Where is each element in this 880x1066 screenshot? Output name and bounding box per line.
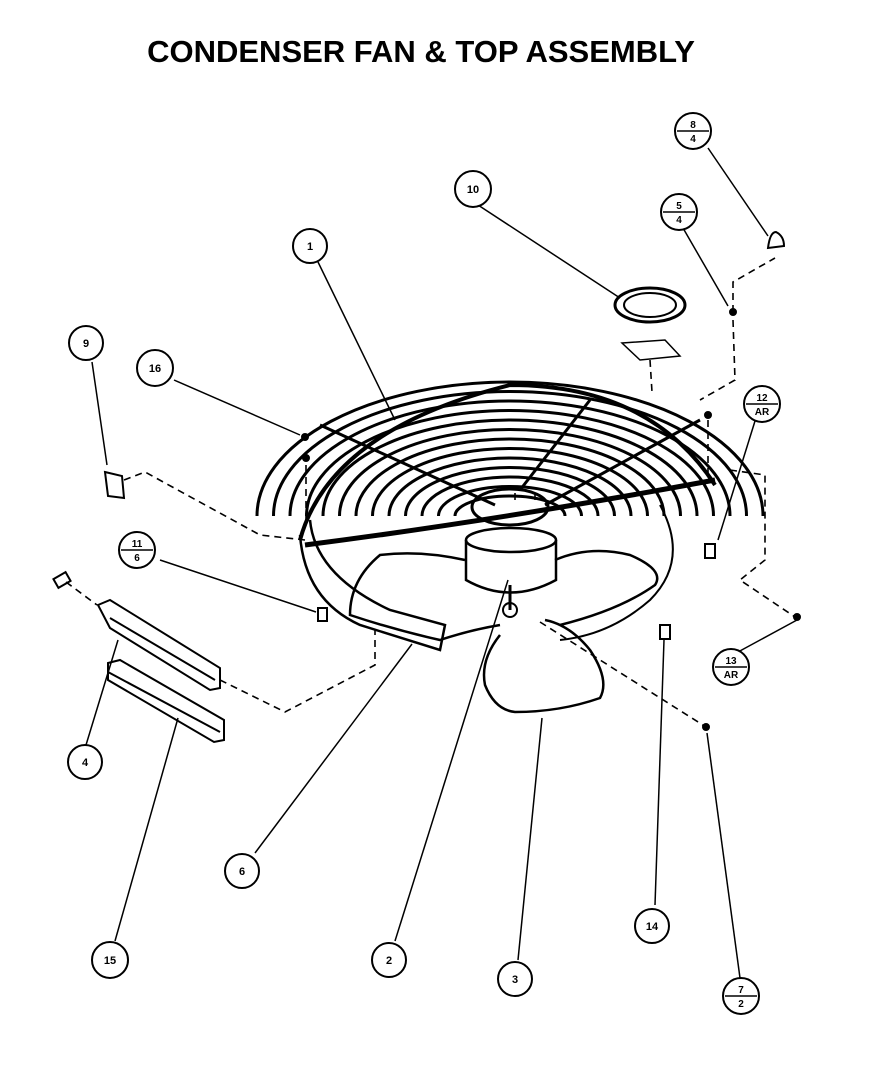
callout-circle <box>292 228 328 264</box>
guard-ring <box>437 485 583 517</box>
callout-14: 14 <box>634 908 670 944</box>
callout-number: 8 <box>690 120 696 131</box>
page-title: CONDENSER FAN & TOP ASSEMBLY <box>147 34 695 69</box>
guard-rim <box>298 382 717 541</box>
callout-circle <box>224 853 260 889</box>
callout-2: 2 <box>371 942 407 978</box>
callout-9: 9 <box>68 325 104 361</box>
callout-number: 10 <box>467 184 479 196</box>
callout-circle <box>67 744 103 780</box>
callout-number: 1 <box>307 241 313 253</box>
callout-circle <box>136 349 174 387</box>
callout-number: 7 <box>738 985 744 996</box>
mounting-rails <box>52 570 225 744</box>
callout-circle <box>497 961 533 997</box>
callout-7: 72 <box>722 977 760 1015</box>
fan-guard <box>255 380 765 548</box>
fan-motor <box>464 487 558 618</box>
callout-10: 10 <box>454 170 492 208</box>
callout-circle <box>454 170 492 208</box>
guard-ring <box>255 380 765 517</box>
guard-ring <box>321 418 699 517</box>
callout-5: 54 <box>660 193 698 231</box>
callout-number: 6 <box>239 866 245 878</box>
assembly-guide-lines <box>65 257 796 728</box>
callout-number: 2 <box>386 955 392 967</box>
callout-3: 3 <box>497 961 533 997</box>
leader-lines <box>85 147 798 979</box>
callout-quantity: AR <box>724 670 739 681</box>
guard-ring <box>288 399 732 517</box>
callout-quantity: AR <box>755 407 770 418</box>
callout-number: 12 <box>756 393 768 404</box>
callout-number: 11 <box>132 539 143 550</box>
guard-ring <box>404 466 616 517</box>
guard-ring <box>338 428 682 517</box>
callout-number: 3 <box>512 974 518 986</box>
guard-ring <box>420 475 600 517</box>
callout-number: 9 <box>83 338 89 350</box>
callout-8: 84 <box>674 112 712 150</box>
callout-1: 1 <box>292 228 328 264</box>
callout-quantity: 4 <box>676 215 682 226</box>
fan-shroud <box>298 504 674 652</box>
small-parts <box>103 230 801 731</box>
callout-4: 4 <box>67 744 103 780</box>
guard-ring <box>272 390 748 517</box>
callout-number: 15 <box>104 955 116 967</box>
callout-16: 16 <box>136 349 174 387</box>
callout-circle <box>68 325 104 361</box>
callout-number: 16 <box>149 363 161 375</box>
guard-ring <box>371 447 649 517</box>
callout-number: 13 <box>725 656 737 667</box>
callout-11: 116 <box>118 531 156 569</box>
callout-circle <box>91 941 129 979</box>
callout-circle <box>371 942 407 978</box>
guard-ring <box>354 437 666 517</box>
callout-number: 4 <box>82 757 89 769</box>
callout-number: 14 <box>646 921 659 933</box>
callout-number: 5 <box>676 201 682 212</box>
callout-quantity: 6 <box>134 553 140 564</box>
callout-15: 15 <box>91 941 129 979</box>
callout-6: 6 <box>224 853 260 889</box>
guard-ring <box>305 409 715 517</box>
fan-blade <box>348 549 659 714</box>
guard-rim-bottom <box>304 477 716 548</box>
callout-circle <box>634 908 670 944</box>
guard-ring <box>387 456 633 517</box>
callout-quantity: 4 <box>690 134 696 145</box>
callout-quantity: 2 <box>738 999 744 1010</box>
